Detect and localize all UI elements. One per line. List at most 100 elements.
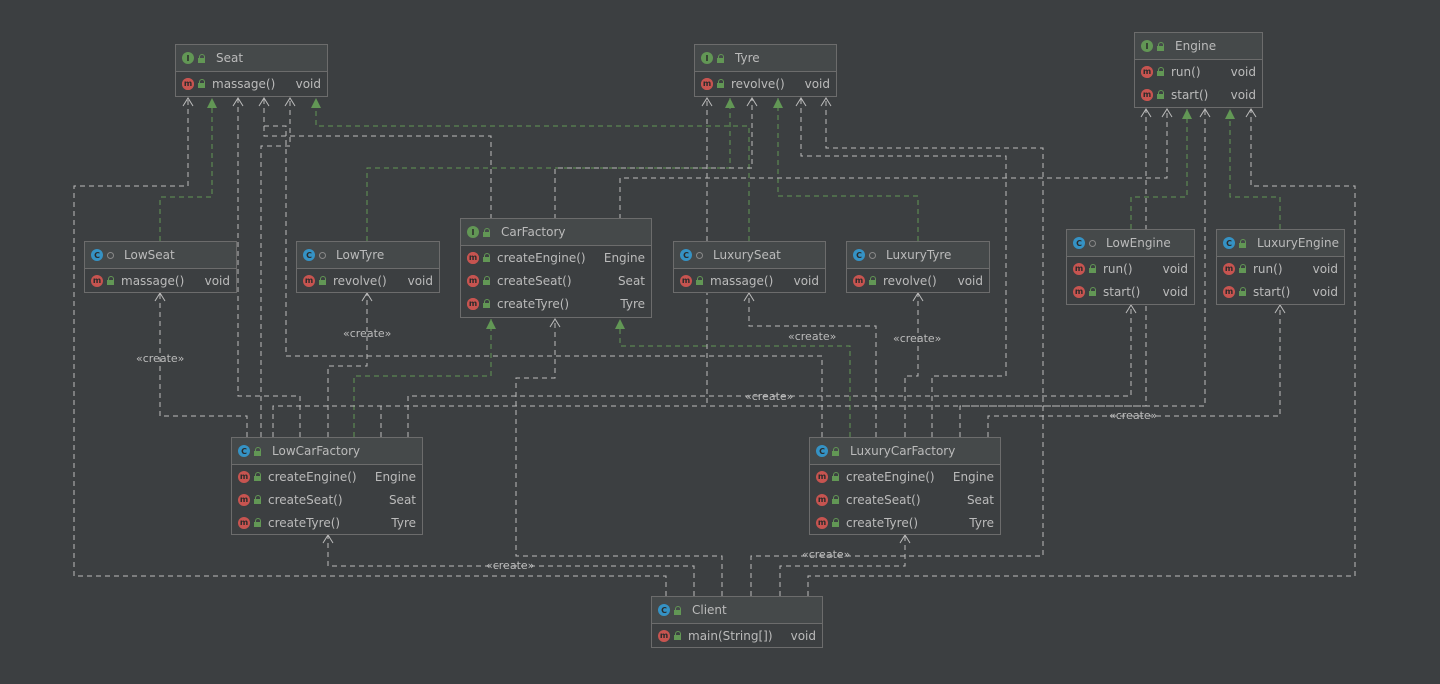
method-row: m createSeat() Seat [810,488,1000,511]
method-name: createSeat() [497,273,572,288]
method-icon: m [303,274,315,287]
class-tyre[interactable]: I Tyre m revolve() void [694,44,837,97]
create-label: «create» [788,330,837,343]
interface-icon: I [701,52,713,64]
edge-luxcf-luxuryseat [748,293,877,437]
method-row: m start() void [1135,83,1262,106]
public-lock-icon [696,276,704,285]
public-lock-icon [1089,264,1097,273]
class-title: LowCarFactory [272,444,361,458]
method-name: revolve() [333,273,387,288]
abstract-method-icon: m [467,297,479,310]
class-lowengine[interactable]: C LowEngine m run() void m start() void [1066,229,1195,305]
package-visibility-icon [696,251,703,259]
method-return-type: void [1312,261,1338,276]
public-lock-icon [254,472,262,481]
class-header: C LowEngine [1067,230,1194,257]
method-row: m run() void [1067,257,1194,280]
method-row: m main(String[]) void [652,624,822,647]
method-return-type: Tyre [391,515,416,530]
method-icon: m [238,516,250,529]
method-name: massage() [710,273,774,288]
class-seat[interactable]: I Seat m massage() void [175,44,328,97]
class-title: LuxuryEngine [1257,236,1339,250]
public-lock-icon [107,276,115,285]
method-row: m createEngine() Engine [810,465,1000,488]
method-icon: m [680,274,692,287]
package-visibility-icon [107,251,114,259]
class-lowtyre[interactable]: C LowTyre m revolve() void [296,241,440,293]
implements-arrowheads [207,98,1235,329]
method-return-type: Tyre [969,515,994,530]
class-client[interactable]: C Client m main(String[]) void [651,596,823,648]
method-name: createTyre() [846,515,919,530]
method-name: revolve() [883,273,937,288]
class-title: Client [692,603,727,617]
edge-luxcf-luxurytyre [904,293,919,437]
public-lock-icon [483,276,491,285]
class-title: LowSeat [124,248,175,262]
class-lowcarfactory[interactable]: C LowCarFactory m createEngine() Engine … [231,437,423,535]
class-header: I CarFactory [461,219,651,246]
class-header: C Client [652,597,822,624]
method-return-type: Tyre [620,296,645,311]
class-header: I Seat [176,45,327,72]
class-icon: C [303,249,315,261]
method-name: createEngine() [846,469,935,484]
method-row: m createTyre() Tyre [461,292,651,315]
class-title: CarFactory [501,225,566,239]
public-lock-icon [1157,41,1165,51]
public-lock-icon [674,605,682,615]
interface-icon: I [467,226,479,238]
method-return-type: void [804,76,830,91]
method-icon: m [816,470,828,483]
abstract-method-icon: m [1141,65,1153,78]
method-return-type: Seat [966,492,994,507]
class-luxurytyre[interactable]: C LuxuryTyre m revolve() void [846,241,990,293]
edge-carfactory-seat [263,98,492,219]
class-luxuryengine[interactable]: C LuxuryEngine m run() void m start() vo… [1216,229,1345,305]
method-name: run() [1253,261,1283,276]
method-return-type: Engine [374,469,416,484]
method-return-type: Seat [617,273,645,288]
class-icon: C [816,445,828,457]
public-lock-icon [1239,287,1247,296]
class-header: I Tyre [695,45,836,72]
class-title: Tyre [735,51,760,65]
class-title: LowTyre [336,248,385,262]
method-return-type: Engine [603,250,645,265]
public-lock-icon [869,276,877,285]
package-visibility-icon [1089,239,1096,247]
class-luxuryseat[interactable]: C LuxurySeat m massage() void [673,241,826,293]
public-lock-icon [1157,67,1165,76]
method-return-type: void [1162,284,1188,299]
class-icon: C [658,604,670,616]
edge-luxuryseat-implements-seat [315,98,750,241]
method-return-type: Engine [952,469,994,484]
class-engine[interactable]: I Engine m run() void m start() void [1134,32,1263,108]
abstract-method-icon: m [467,274,479,287]
class-lowseat[interactable]: C LowSeat m massage() void [84,241,237,293]
abstract-method-icon: m [467,251,479,264]
edge-luxcf-tyre [800,98,1007,437]
method-row: m start() void [1217,280,1344,303]
dependency-arrowheads [154,97,1286,544]
class-icon: C [680,249,692,261]
public-lock-icon [717,79,725,88]
method-row: m createTyre() Tyre [810,511,1000,534]
class-carfactory[interactable]: I CarFactory m createEngine() Engine m c… [460,218,652,318]
method-row: m createEngine() Engine [232,465,422,488]
method-return-type: void [793,273,819,288]
class-header: C LowTyre [297,242,439,269]
method-name: run() [1103,261,1133,276]
class-title: LuxurySeat [713,248,781,262]
method-name: createSeat() [268,492,343,507]
method-name: createEngine() [268,469,357,484]
class-luxurycarfactory[interactable]: C LuxuryCarFactory m createEngine() Engi… [809,437,1001,535]
class-title: Engine [1175,39,1217,53]
create-label: «create» [136,352,185,365]
edge-lowengine-implements-engine [1130,109,1188,229]
method-name: createTyre() [268,515,341,530]
method-name: start() [1103,284,1141,299]
method-name: massage() [121,273,185,288]
